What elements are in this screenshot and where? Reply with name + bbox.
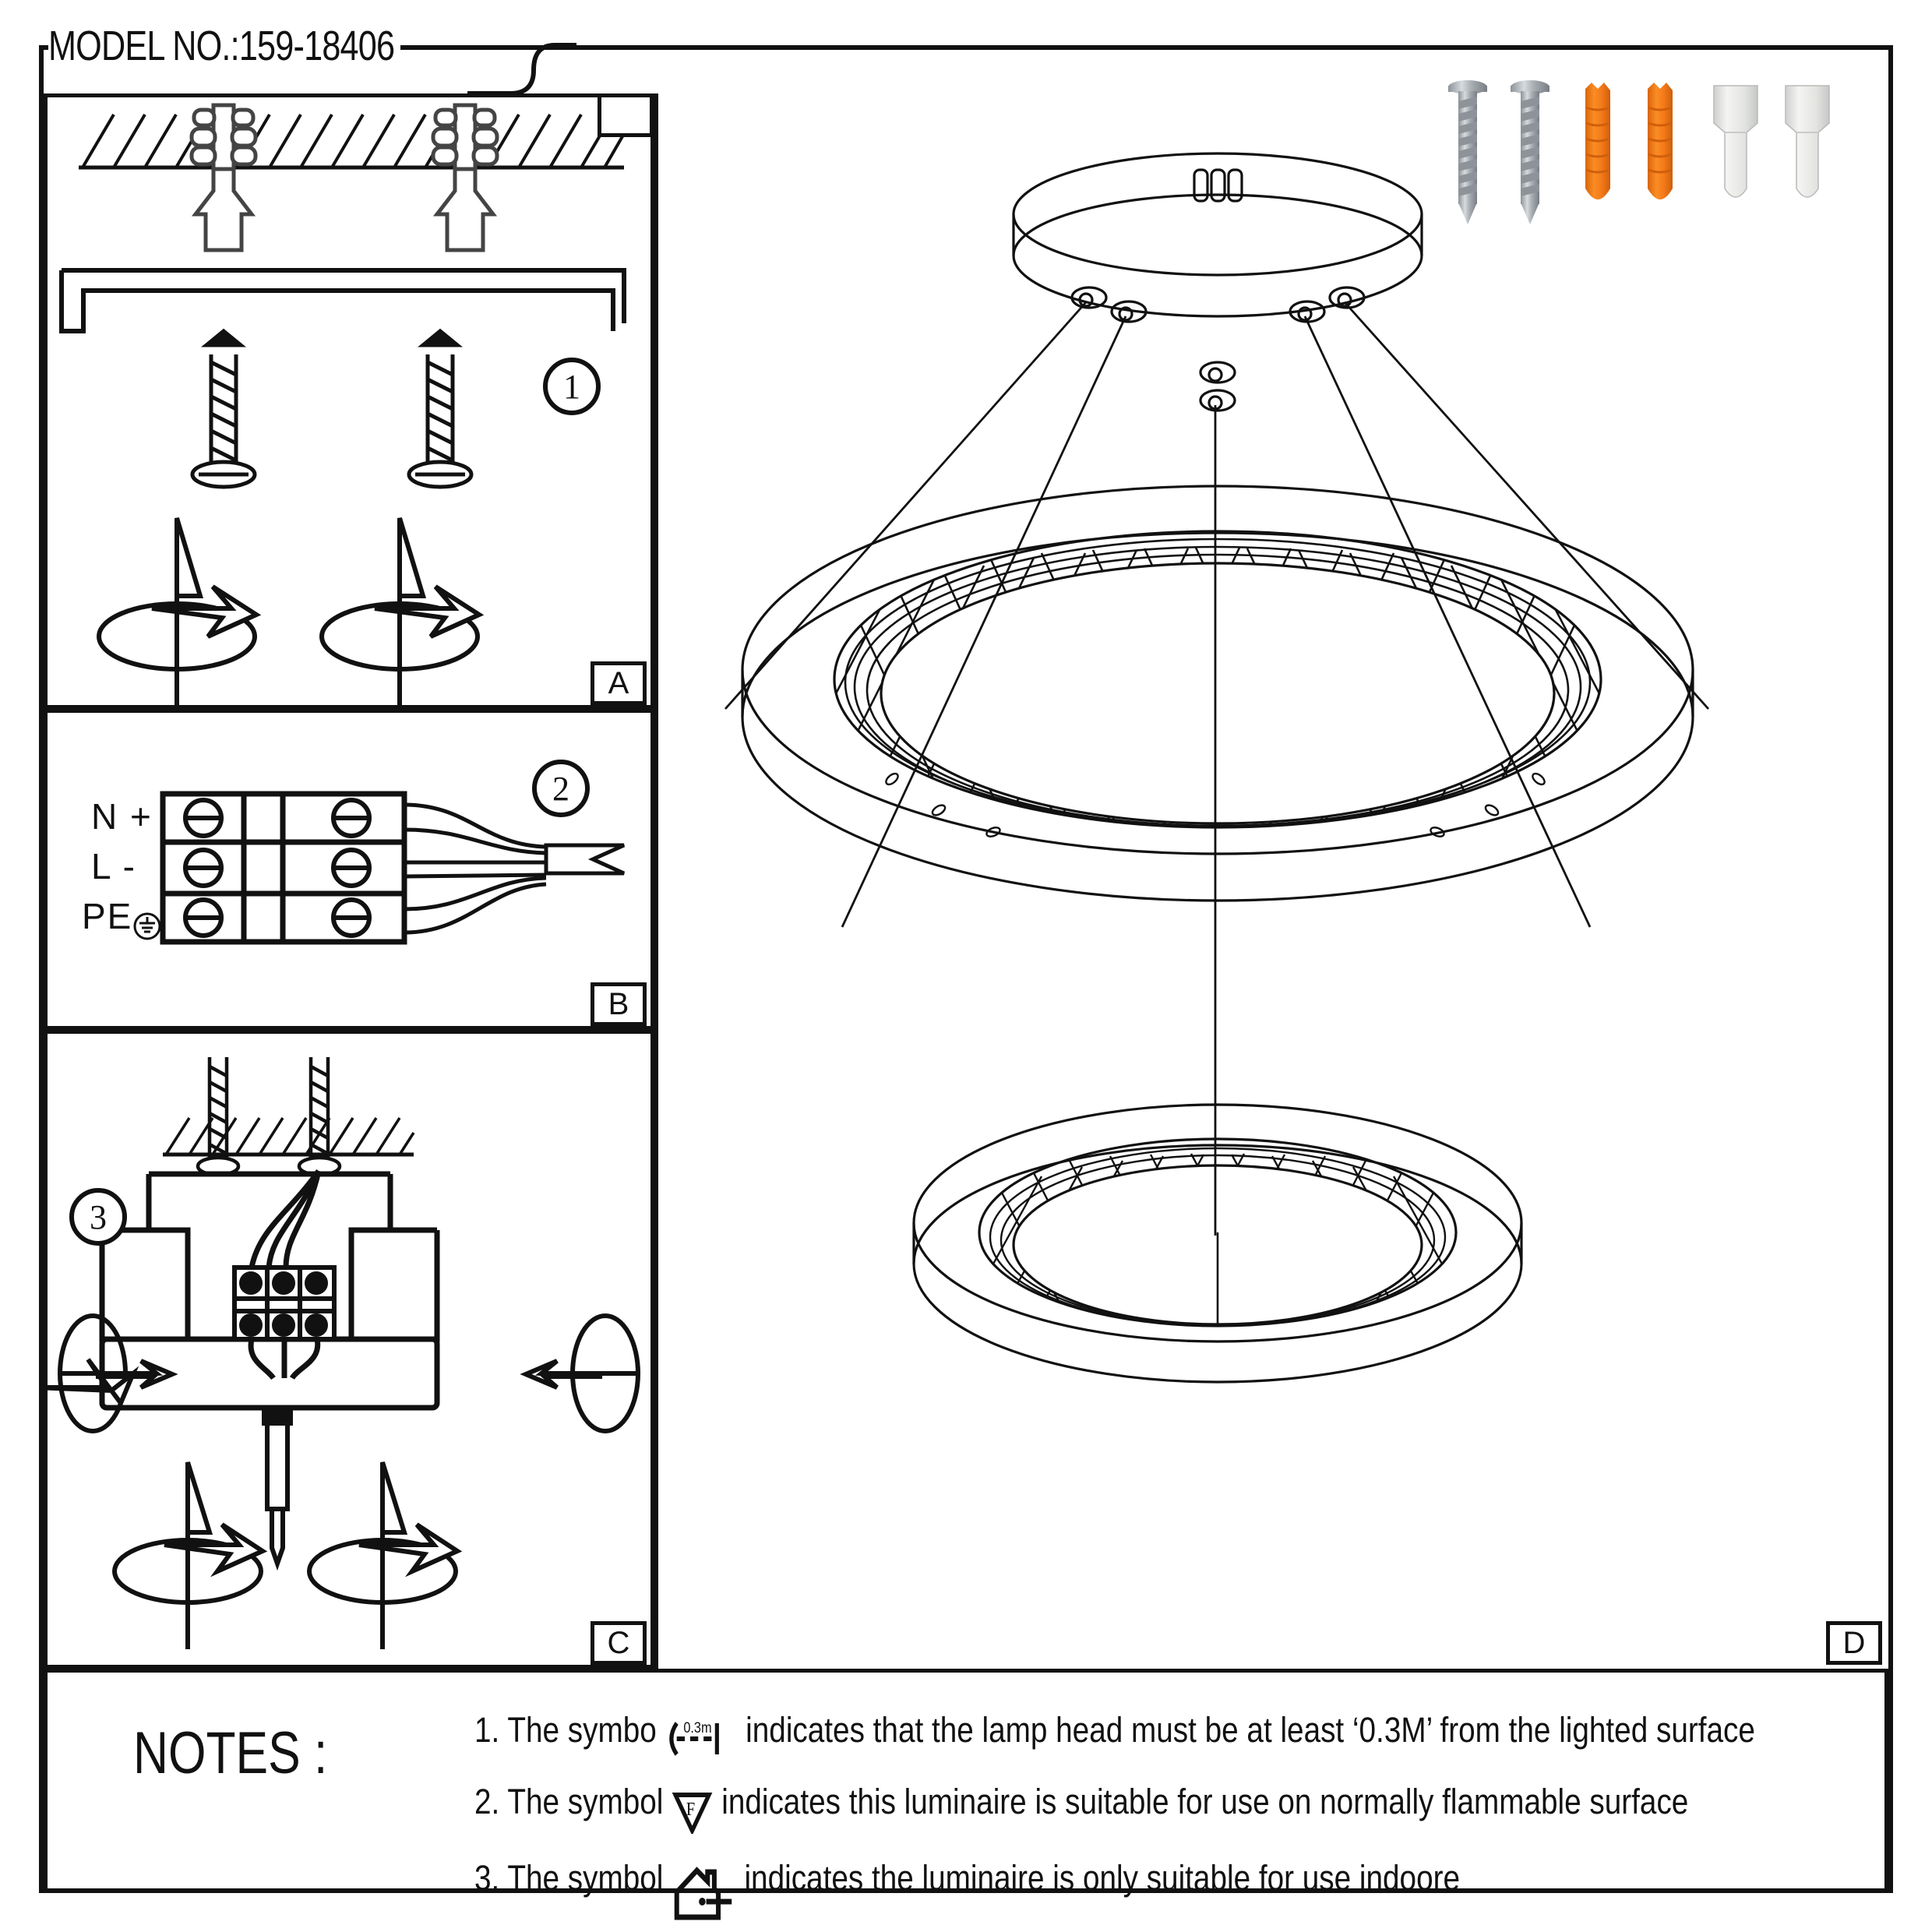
earth-ground-icon [133, 912, 161, 940]
panel-tag-c: C [591, 1621, 647, 1665]
driver-wires-lower [248, 1338, 321, 1380]
ceiling-canopy [1012, 152, 1423, 318]
side-rotation-right [520, 1313, 640, 1433]
panel-tag-b: B [591, 982, 647, 1026]
panel-b-drawing [160, 791, 626, 945]
power-cable [404, 802, 626, 935]
screwdriver-rotation-right [319, 517, 485, 705]
note-1-prefix: The symbo [507, 1710, 657, 1750]
panel-c-driver-box-mounting: 3 [44, 1030, 654, 1669]
wire-connector-block [232, 1265, 337, 1341]
indoor-use-house-icon [672, 1866, 736, 1920]
driver-wires-upper [249, 1169, 322, 1268]
ceiling-hatching [81, 113, 629, 169]
note-3-number: 3. [474, 1857, 500, 1898]
screw-left [190, 328, 257, 489]
terminal-label-pe: PE [82, 896, 133, 936]
suspension-cables [724, 301, 1710, 950]
wall-anchor-right [431, 103, 499, 252]
note-3-suffix: indicates the luminaire is only suitable… [744, 1857, 1461, 1898]
step-number-3: 3 [69, 1188, 127, 1246]
note-2-suffix: indicates this luminaire is suitable for… [721, 1782, 1689, 1821]
screwdriver-rotation-left [97, 517, 262, 705]
svg-text:0.3m: 0.3m [684, 1719, 712, 1736]
note-item-2: 2. The symbol F indicates this luminaire… [474, 1782, 1689, 1835]
panel-tag-d: D [1826, 1621, 1882, 1665]
plastic-cap-item-2 [1785, 85, 1830, 198]
hardware-kit [1433, 72, 1870, 227]
wall-anchor-left [189, 103, 258, 252]
bottom-rotation-left [112, 1461, 268, 1649]
note-3-prefix: The symbol [507, 1857, 664, 1898]
wall-plug-item-2 [1648, 83, 1673, 199]
model-number-label: MODEL NO.:159-18406 [48, 22, 401, 70]
product-drawing [724, 152, 1710, 1384]
panel-c-drawing [48, 1057, 640, 1649]
min-distance-0.3m-icon: 0.3m [665, 1719, 738, 1759]
upper-ring-beads [885, 772, 1546, 837]
panel-a-ceiling-mounting: 1 [44, 93, 654, 709]
note-item-3: 3. The symbol indicates the luminaire is… [474, 1853, 1461, 1920]
step-number-1: 1 [543, 358, 601, 415]
mounting-bracket [59, 268, 626, 333]
notes-section: NOTES : 1. The symbo 0.3m indicates that… [44, 1669, 1888, 1920]
lamp-stem [262, 1405, 293, 1571]
lower-small-ring [912, 1103, 1523, 1384]
hardware-kit-drawing [1448, 80, 1830, 224]
upper-large-ring [741, 485, 1694, 902]
note-2-number: 2. [474, 1782, 500, 1821]
terminal-screws [183, 798, 372, 938]
ceiling-screw-right [297, 1057, 342, 1177]
note-item-1: 1. The symbo 0.3m indicates that the lam… [474, 1710, 1755, 1756]
ceiling-screw-left [196, 1057, 241, 1177]
side-rotation-left [48, 1313, 178, 1433]
suspension-anchors [1070, 286, 1366, 412]
note-2-prefix: The symbol [507, 1782, 664, 1821]
panel-tag-a-hidden [598, 93, 654, 137]
screw-right [407, 328, 474, 489]
panel-b-terminal-wiring: N + L - PE 2 [44, 709, 654, 1030]
bottom-rotation-right [307, 1461, 463, 1649]
model-label-leader-curve [467, 43, 576, 96]
panel-a-drawing [59, 103, 629, 705]
plastic-cap-item-1 [1713, 85, 1758, 198]
panel-tag-a: A [591, 661, 647, 705]
terminal-label-l: L - [91, 846, 136, 887]
notes-title: NOTES : [133, 1720, 328, 1786]
note-1-number: 1. [474, 1710, 500, 1750]
terminal-label-n: N + [91, 796, 153, 837]
svg-text:F: F [686, 1799, 695, 1820]
step-number-2: 2 [532, 760, 590, 817]
panel-d-product-assembly [654, 93, 1888, 1669]
upper-ring-lattice [834, 538, 1601, 827]
screw-item-2 [1511, 80, 1549, 224]
note-1-suffix: indicates that the lamp head must be at … [746, 1710, 1755, 1750]
screw-item-1 [1448, 80, 1487, 224]
wall-plug-item-1 [1585, 83, 1610, 199]
flammable-surface-f-triangle-icon: F [672, 1790, 713, 1835]
ceiling-hatching-c [164, 1117, 415, 1155]
